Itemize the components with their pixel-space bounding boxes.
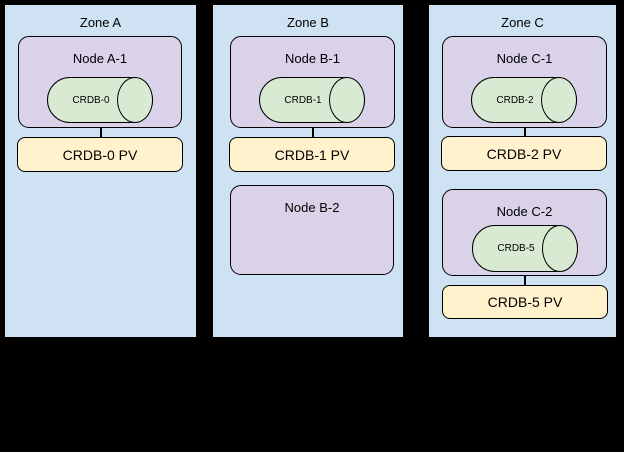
connector-line — [312, 127, 314, 137]
zone-c-label: Zone C — [501, 15, 544, 30]
cylinder-cap-icon — [541, 77, 577, 123]
zone-a-label: Zone A — [79, 15, 122, 30]
node-b-1: Node B-1 CRDB-1 — [230, 36, 395, 128]
connector-line — [524, 275, 526, 285]
crdb-5-pv-box: CRDB-5 PV — [442, 285, 608, 319]
node-b-1-label: Node B-1 — [285, 51, 340, 66]
connector-line — [100, 127, 102, 137]
crdb-5-label: CRDB-5 — [497, 243, 535, 254]
node-c-1: Node C-1 CRDB-2 — [442, 36, 607, 128]
zone-c: Zone C Node C-1 CRDB-2 CRDB-2 PV Node C-… — [428, 4, 617, 338]
connector-line — [524, 127, 526, 137]
zone-b: Zone B Node B-1 CRDB-1 CRDB-1 PV Node B-… — [212, 4, 404, 338]
crdb-0-pv-box: CRDB-0 PV — [17, 137, 183, 172]
node-b-2-label: Node B-2 — [284, 200, 340, 215]
crdb-2-pv-label: CRDB-2 PV — [486, 145, 562, 162]
node-b-2: Node B-2 — [230, 185, 394, 275]
cylinder-cap-icon — [542, 225, 578, 272]
node-c-2-label: Node C-2 — [496, 204, 553, 219]
crdb-1-cylinder-icon: CRDB-1 — [259, 77, 365, 123]
cylinder-cap-icon — [117, 77, 153, 123]
crdb-0-pv-label: CRDB-0 PV — [62, 146, 138, 163]
node-c-2: Node C-2 CRDB-5 — [442, 189, 607, 276]
crdb-5-cylinder-icon: CRDB-5 — [472, 225, 578, 272]
crdb-0-label: CRDB-0 — [72, 94, 110, 106]
crdb-2-pv-box: CRDB-2 PV — [441, 136, 607, 171]
zone-a: Zone A Node A-1 CRDB-0 CRDB-0 PV — [4, 4, 197, 338]
crdb-2-cylinder-icon: CRDB-2 — [471, 77, 577, 123]
node-a-1-label: Node A-1 — [72, 51, 128, 66]
crdb-1-pv-box: CRDB-1 PV — [229, 137, 395, 172]
crdb-2-label: CRDB-2 — [496, 94, 534, 106]
cylinder-cap-icon — [329, 77, 365, 123]
crdb-1-pv-label: CRDB-1 PV — [274, 146, 350, 163]
node-a-1: Node A-1 CRDB-0 — [18, 36, 182, 128]
crdb-1-label: CRDB-1 — [284, 94, 322, 106]
crdb-5-pv-label: CRDB-5 PV — [487, 294, 563, 310]
node-c-1-label: Node C-1 — [496, 51, 553, 66]
zone-b-label: Zone B — [287, 15, 329, 30]
crdb-0-cylinder-icon: CRDB-0 — [47, 77, 153, 123]
